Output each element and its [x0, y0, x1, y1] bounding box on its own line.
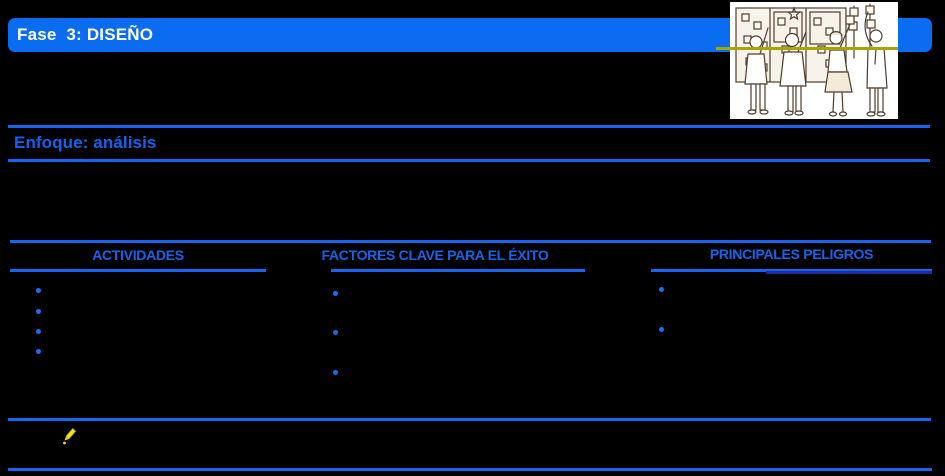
bullet-marker	[36, 349, 41, 354]
bullet-marker	[333, 330, 338, 335]
bottom-separator-line	[8, 418, 931, 421]
bullet-marker	[333, 370, 338, 375]
bullet-marker	[659, 327, 664, 332]
bottom-edge-line	[8, 468, 932, 471]
bullet-marker	[659, 287, 664, 292]
column-underline	[331, 269, 585, 272]
column-underline-dark-segment	[766, 271, 932, 274]
column-header-principales-peligros: PRINCIPALES PELIGROS	[709, 246, 874, 262]
separator-line	[8, 159, 930, 162]
bullet-marker	[36, 309, 41, 314]
column-header-actividades: ACTIVIDADES	[92, 247, 184, 263]
olive-accent-line	[716, 47, 898, 50]
column-header-factores-clave: FACTORES CLAVE PARA EL ÉXITO	[321, 247, 549, 263]
columns-top-line	[10, 240, 931, 243]
column-underline	[10, 269, 266, 272]
column-underline	[651, 269, 932, 272]
bullet-marker	[36, 329, 41, 334]
team-whiteboard-image	[730, 2, 898, 119]
marker-icon	[61, 426, 79, 445]
bullet-marker	[333, 291, 338, 296]
separator-line	[8, 125, 930, 128]
bullet-marker	[36, 288, 41, 293]
phase-title: Fase 3: DISEÑO	[17, 25, 154, 44]
focus-label: Enfoque: análisis	[14, 133, 157, 152]
